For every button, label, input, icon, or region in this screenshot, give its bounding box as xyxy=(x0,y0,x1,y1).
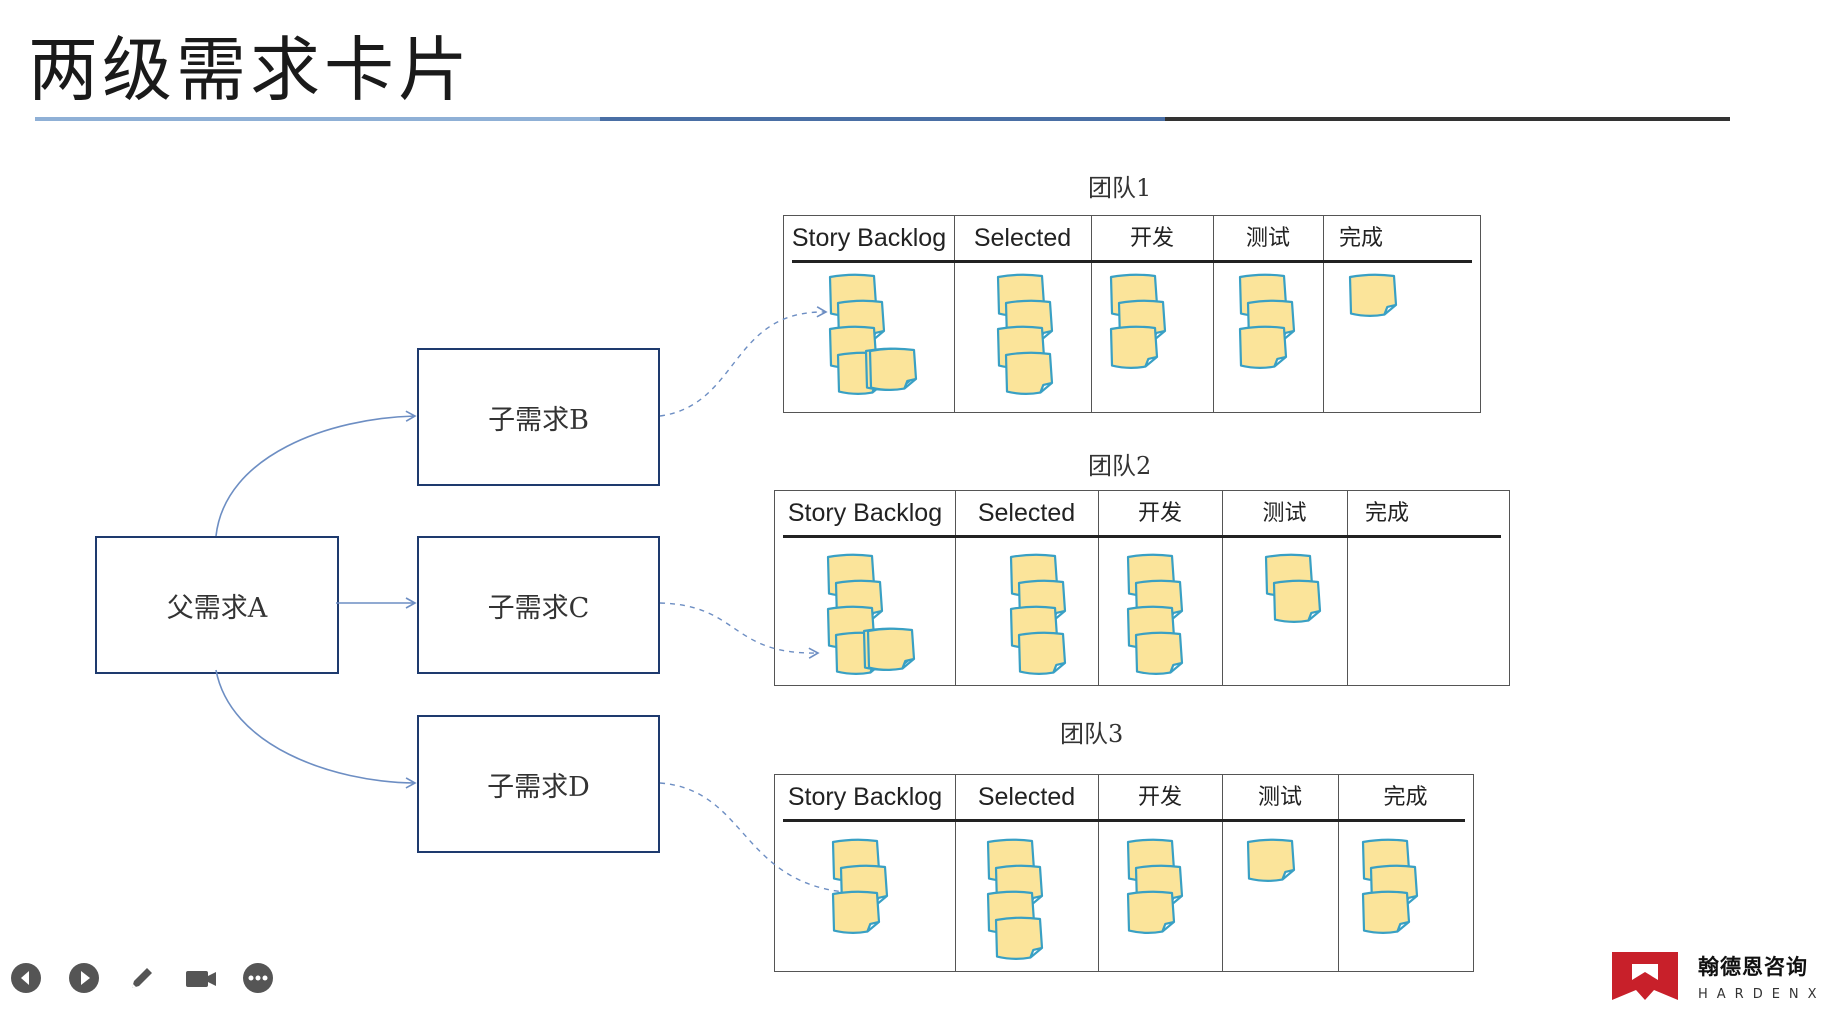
child-requirement-label-d: 子需求D xyxy=(487,771,590,803)
arrow-parent-to-b xyxy=(215,410,417,537)
sticky-note-card xyxy=(1126,890,1176,934)
sticky-note-card xyxy=(1004,351,1054,395)
board-column: Story Backlog xyxy=(775,491,956,685)
board-column: 完成 xyxy=(1338,775,1474,971)
camera-icon[interactable] xyxy=(184,962,216,994)
brand-name-en: HARDENX xyxy=(1698,986,1822,1002)
title-rule-right xyxy=(1165,117,1730,121)
board-column: Story Backlog xyxy=(784,216,955,412)
sticky-note-card xyxy=(1238,325,1288,369)
column-header: Selected xyxy=(973,223,1072,252)
column-header: 开发 xyxy=(1137,501,1182,526)
header-divider xyxy=(783,535,1501,538)
column-header: 完成 xyxy=(1383,785,1428,810)
sticky-note-card xyxy=(1361,890,1411,934)
kanban-board-team-3: Story Backlog Selected 开发 测试 完成 xyxy=(774,774,1474,972)
sticky-note-card xyxy=(994,916,1044,960)
column-header: 测试 xyxy=(1257,785,1302,810)
column-header: 测试 xyxy=(1262,501,1307,526)
header-divider xyxy=(783,819,1465,822)
column-header: 开发 xyxy=(1137,785,1182,810)
child-requirement-box-c: 子需求C xyxy=(417,536,660,674)
more-icon[interactable] xyxy=(242,962,274,994)
parent-requirement-label: 父需求A xyxy=(166,592,268,624)
pen-icon[interactable] xyxy=(126,962,158,994)
column-header: Selected xyxy=(977,498,1076,527)
column-header: Story Backlog xyxy=(787,498,943,527)
sticky-note-card xyxy=(1134,631,1184,675)
presentation-toolbar xyxy=(10,962,274,994)
team-label-3: 团队3 xyxy=(1060,720,1124,748)
child-requirement-label-b: 子需求B xyxy=(488,404,589,436)
sticky-note-card xyxy=(1246,838,1296,882)
child-requirement-label-c: 子需求C xyxy=(487,592,590,624)
column-header: 开发 xyxy=(1129,226,1174,251)
sticky-note-card xyxy=(1272,579,1322,623)
header-divider xyxy=(792,260,1472,263)
board-column: 测试 xyxy=(1213,216,1324,412)
column-header: 完成 xyxy=(1365,501,1410,526)
brand-name-cn: 翰德恩咨询 xyxy=(1698,954,1808,979)
prev-icon[interactable] xyxy=(10,962,42,994)
play-icon[interactable] xyxy=(68,962,100,994)
brand-logo: 翰德恩咨询 HARDENX xyxy=(1610,950,1822,1002)
board-column: 完成 xyxy=(1347,491,1510,685)
sticky-note-card xyxy=(1017,631,1067,675)
board-column: Story Backlog xyxy=(775,775,956,971)
column-header: Story Backlog xyxy=(787,782,943,811)
column-header: 测试 xyxy=(1245,226,1290,251)
sticky-note-card xyxy=(1348,273,1398,317)
parent-requirement-box: 父需求A xyxy=(95,536,339,674)
team-label-1: 团队1 xyxy=(1088,174,1152,202)
board-column: Selected xyxy=(955,775,1099,971)
column-header: 完成 xyxy=(1339,226,1384,251)
child-requirement-box-d: 子需求D xyxy=(417,715,660,853)
board-column: Selected xyxy=(955,491,1099,685)
board-column: 测试 xyxy=(1222,775,1339,971)
arrow-parent-to-d xyxy=(215,669,417,789)
board-column: 开发 xyxy=(1098,775,1223,971)
page-title: 两级需求卡片 xyxy=(28,29,472,111)
child-requirement-box-b: 子需求B xyxy=(417,348,660,486)
board-column: 完成 xyxy=(1323,216,1481,412)
title-rule-left xyxy=(35,117,600,121)
dashed-arrow-d-to-team3 xyxy=(659,782,862,899)
sticky-note-card xyxy=(1109,325,1159,369)
team-label-2: 团队2 xyxy=(1088,452,1152,480)
hardenx-logo-icon xyxy=(1612,952,1678,1000)
board-column: 开发 xyxy=(1098,491,1223,685)
board-column: 测试 xyxy=(1222,491,1348,685)
dashed-arrow-c-to-team2 xyxy=(659,602,820,659)
board-column: 开发 xyxy=(1091,216,1214,412)
column-header: Selected xyxy=(977,782,1076,811)
column-header: Story Backlog xyxy=(791,223,947,252)
sticky-note-card xyxy=(831,890,881,934)
title-rule-middle xyxy=(600,117,1165,121)
sticky-note-card xyxy=(868,347,918,391)
sticky-note-card xyxy=(866,627,916,671)
dashed-arrow-b-to-team1 xyxy=(659,306,828,417)
board-column: Selected xyxy=(954,216,1092,412)
